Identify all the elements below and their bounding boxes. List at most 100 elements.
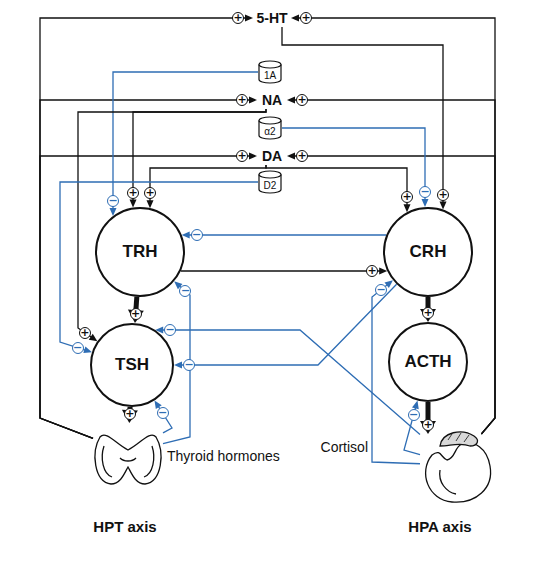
effect-sign: −: [107, 195, 119, 207]
connector-line: [282, 128, 425, 202]
node-label: DA: [262, 148, 282, 164]
effect-sign: +: [130, 308, 142, 320]
effect-sign: +: [437, 189, 449, 201]
cylinder-top: [259, 61, 281, 68]
connector: [128, 297, 144, 323]
connector-line: [293, 100, 495, 434]
hormone-label: Thyroid hormones: [167, 448, 280, 464]
effect-sign: −: [164, 324, 176, 336]
effect-sign: +: [232, 12, 244, 24]
arrow-head: [287, 97, 295, 104]
effect-sign: +: [79, 327, 91, 339]
connector-line: [113, 72, 258, 210]
arrow-head: [291, 15, 299, 22]
connector: [291, 15, 495, 435]
connector-line: [150, 165, 266, 203]
connector: [282, 27, 447, 210]
connector-line: [293, 156, 495, 434]
connector: [122, 407, 138, 423]
axis-label: HPT axis: [93, 518, 156, 535]
effect-sign: −: [179, 285, 191, 297]
adrenal-illustration: [426, 432, 491, 502]
connector: [155, 327, 420, 435]
effect-sign: +: [366, 265, 378, 277]
receptor-label: α2: [264, 126, 275, 137]
connector-line: [297, 18, 495, 434]
connector: [181, 268, 387, 275]
connector: [174, 284, 397, 368]
effect-sign: +: [296, 94, 308, 106]
effect-sign: +: [127, 187, 139, 199]
arrow-head: [287, 153, 295, 160]
connector: [60, 182, 258, 353]
hormone-circle: ACTH: [388, 322, 468, 402]
thyroid-illustration: [95, 435, 161, 484]
hormone-circle: TRH: [95, 207, 185, 297]
connector-line: [180, 284, 397, 365]
arrow-head: [422, 199, 429, 207]
effect-sign: +: [236, 150, 248, 162]
receptor-label: D2: [264, 180, 277, 191]
connector: [40, 97, 257, 439]
connector: [266, 165, 411, 212]
kidney-outline: [426, 443, 491, 502]
connector-line: [266, 165, 407, 207]
connector-line: [78, 109, 266, 338]
connector: [182, 232, 387, 239]
connector: [147, 165, 267, 208]
effect-sign: +: [422, 307, 434, 319]
transmitter-label: 5-HT: [253, 9, 291, 27]
node-label: NA: [262, 92, 282, 108]
hormone-circle: TSH: [90, 323, 174, 407]
effect-sign: −: [72, 342, 84, 354]
transmitter-label: NA: [257, 91, 287, 109]
cylinder-top: [259, 117, 281, 124]
effect-sign: −: [408, 409, 420, 421]
receptor-cylinder: α2: [258, 117, 282, 139]
arrow-head: [83, 346, 92, 353]
connector: [420, 402, 436, 434]
node-label: TRH: [123, 242, 158, 262]
transmitter-label: DA: [257, 147, 287, 165]
adrenal-hatch: [448, 433, 469, 442]
effect-sign: −: [157, 407, 169, 419]
effect-sign: −: [375, 284, 387, 296]
connector: [155, 400, 172, 432]
effect-sign: −: [419, 186, 431, 198]
effect-sign: +: [296, 150, 308, 162]
connector: [287, 153, 495, 435]
connector: [40, 15, 253, 439]
kidney-inner-line: [440, 470, 456, 494]
connector-line: [282, 27, 443, 204]
connector: [110, 72, 259, 216]
arrow-head: [174, 362, 182, 369]
effect-sign: −: [183, 359, 195, 371]
effect-sign: −: [191, 229, 203, 241]
hormone-circle: CRH: [383, 207, 473, 297]
effect-sign: +: [124, 408, 136, 420]
receptor-cylinder: 1A: [258, 61, 282, 83]
node-label: TSH: [115, 355, 149, 375]
connector-line: [181, 270, 382, 271]
arrow-head: [245, 15, 253, 22]
connector: [420, 297, 436, 322]
effect-sign: +: [401, 191, 413, 203]
connector-line: [404, 406, 420, 455]
effect-sign: +: [422, 419, 434, 431]
thyroid-lobe-line: [102, 446, 112, 477]
arrow-head: [249, 97, 257, 104]
adrenal-node: Cortisol: [420, 434, 490, 496]
effect-sign: +: [236, 94, 248, 106]
connector-line: [187, 234, 386, 235]
thyroid-outline: [95, 435, 161, 484]
cylinder-top: [259, 171, 281, 178]
node-label: CRH: [410, 242, 447, 262]
connector-line: [40, 100, 251, 438]
connector-line: [60, 182, 258, 351]
connector-line: [161, 330, 420, 435]
connector: [287, 97, 495, 435]
